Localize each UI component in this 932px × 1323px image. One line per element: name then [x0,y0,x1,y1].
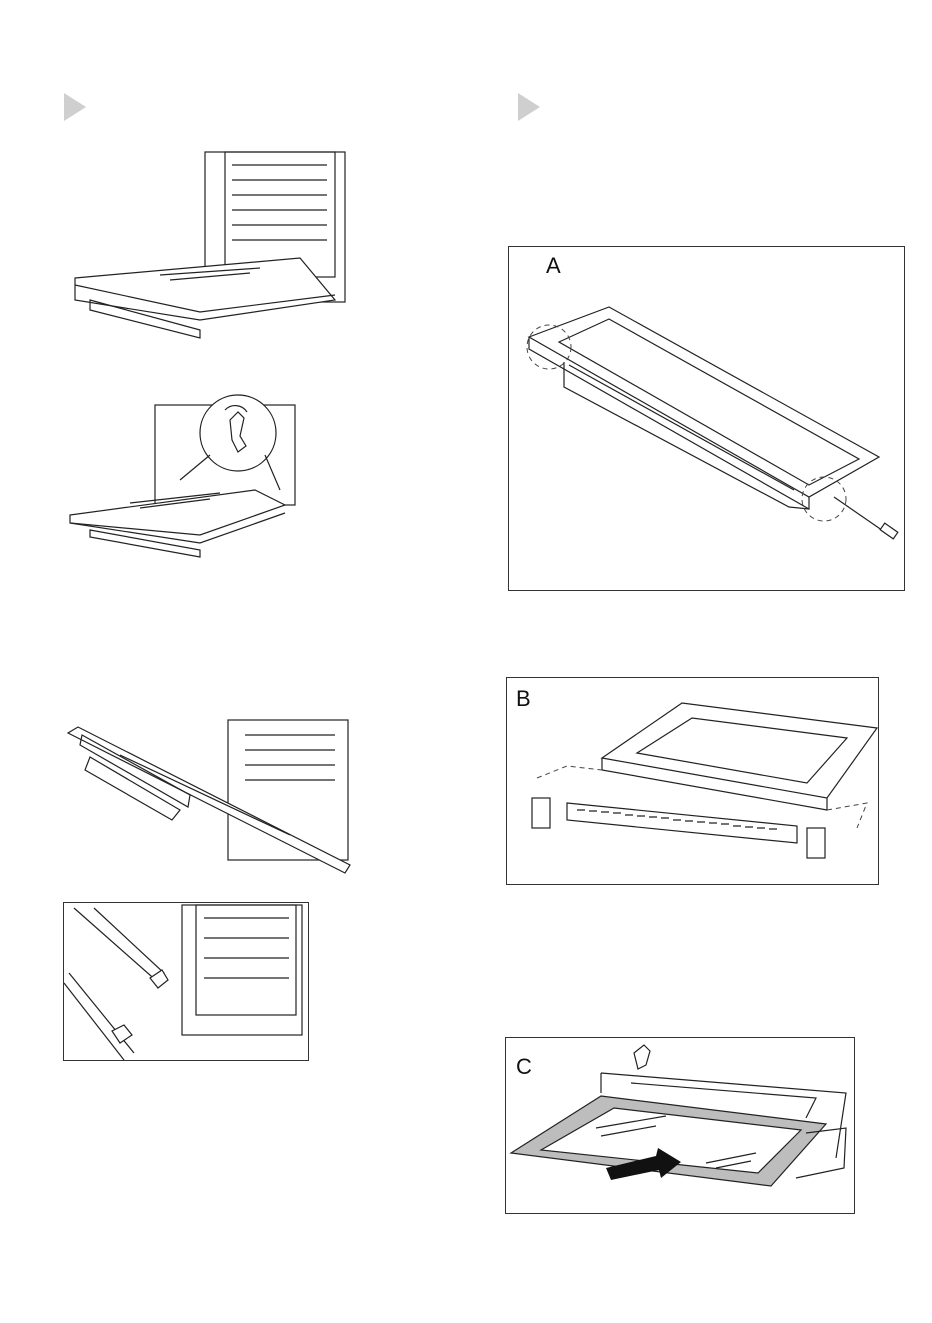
door-glass-panel-a-illustration [509,247,904,590]
hinge-lever-illustration [60,395,310,560]
door-strip-exploded-b-illustration [507,678,878,884]
figure-b-frame: B [506,677,879,885]
section-marker-right-icon [518,93,540,121]
oven-door-open-illustration [60,150,360,340]
section-marker-left-icon [64,93,86,121]
door-removal-tilted-illustration [60,715,360,880]
hinge-detail-frame [63,902,309,1061]
hinge-detail-illustration [64,903,308,1060]
page-footer [2,1314,282,1323]
glass-pane-removal-c-illustration [506,1038,854,1213]
figure-a-frame: A [508,246,905,591]
figure-c-frame: C [505,1037,855,1214]
